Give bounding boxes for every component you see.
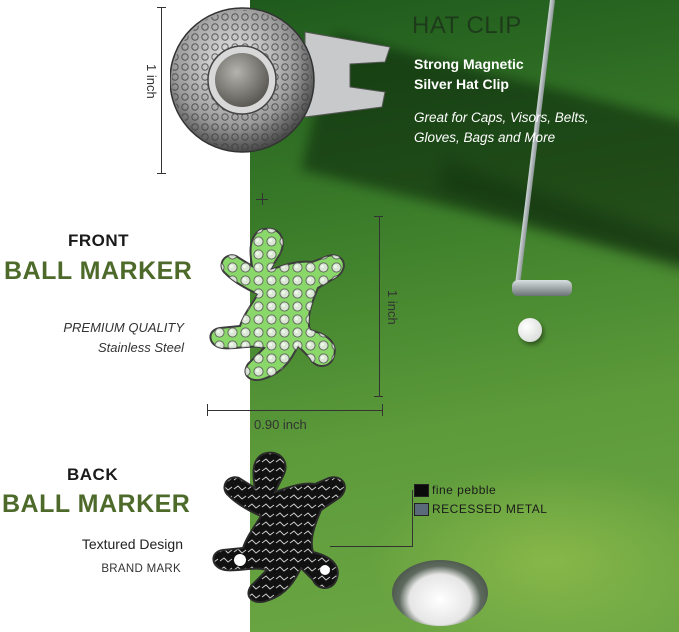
back-ball-marker-label: BALL MARKER: [2, 490, 191, 518]
hat-clip-height-cap-top: [157, 7, 166, 8]
legend-row-fine-pebble: fine pebble: [414, 483, 496, 497]
hat-clip-height-line: [161, 7, 162, 173]
hat-clip-desc-line2: Gloves, Bags and More: [414, 130, 556, 145]
legend-label-recessed-metal: RECESSED METAL: [432, 502, 548, 516]
hat-clip-subtitle-line1: Strong Magnetic: [414, 56, 524, 72]
back-label: BACK: [67, 465, 119, 484]
legend-row-recessed-metal: RECESSED METAL: [414, 502, 547, 516]
hat-clip-title: HAT CLIP: [412, 12, 522, 39]
back-brand-mark: BRAND MARK: [101, 563, 181, 575]
front-quality-line2: Stainless Steel: [98, 340, 184, 355]
hat-clip-subtitle: Strong Magnetic Silver Hat Clip: [414, 54, 524, 94]
front-width-label: 0.90 inch: [254, 417, 307, 432]
legend-label-fine-pebble: fine pebble: [432, 483, 497, 497]
hat-clip-subtitle-line2: Silver Hat Clip: [414, 76, 509, 92]
golf-ball: [518, 318, 542, 342]
front-width-cap-right: [382, 404, 383, 416]
front-quality-line1: PREMIUM QUALITY: [63, 320, 184, 335]
hat-clip-image: [170, 7, 391, 153]
front-gecko-marker: [209, 227, 345, 382]
golf-cup: [392, 560, 488, 626]
front-height-label: 1 inch: [385, 290, 400, 325]
front-quality-text: PREMIUM QUALITY Stainless Steel: [20, 318, 184, 358]
front-width-line: [207, 410, 383, 411]
putter-head: [512, 280, 572, 296]
hat-clip-description: Great for Caps, Visors, Belts, Gloves, B…: [414, 108, 589, 148]
legend-swatch-fine-pebble: [414, 483, 429, 497]
front-label: FRONT: [68, 231, 130, 250]
crosshair-v: [262, 193, 263, 205]
legend-connector-h: [330, 546, 413, 547]
legend-connector-v: [412, 490, 413, 546]
back-description: Textured Design: [81, 536, 183, 552]
hat-clip-height-cap-bottom: [157, 173, 166, 174]
hat-clip-height-label: 1 inch: [144, 64, 159, 99]
front-height-line: [379, 216, 380, 396]
front-width-cap-left: [207, 404, 208, 416]
front-ball-marker-label: BALL MARKER: [4, 257, 193, 285]
front-height-cap-bottom: [374, 396, 383, 397]
back-gecko-marker: [212, 451, 346, 604]
front-height-cap-top: [374, 216, 383, 217]
hat-clip-desc-line1: Great for Caps, Visors, Belts,: [414, 110, 589, 125]
legend-swatch-recessed-metal: [414, 502, 429, 516]
